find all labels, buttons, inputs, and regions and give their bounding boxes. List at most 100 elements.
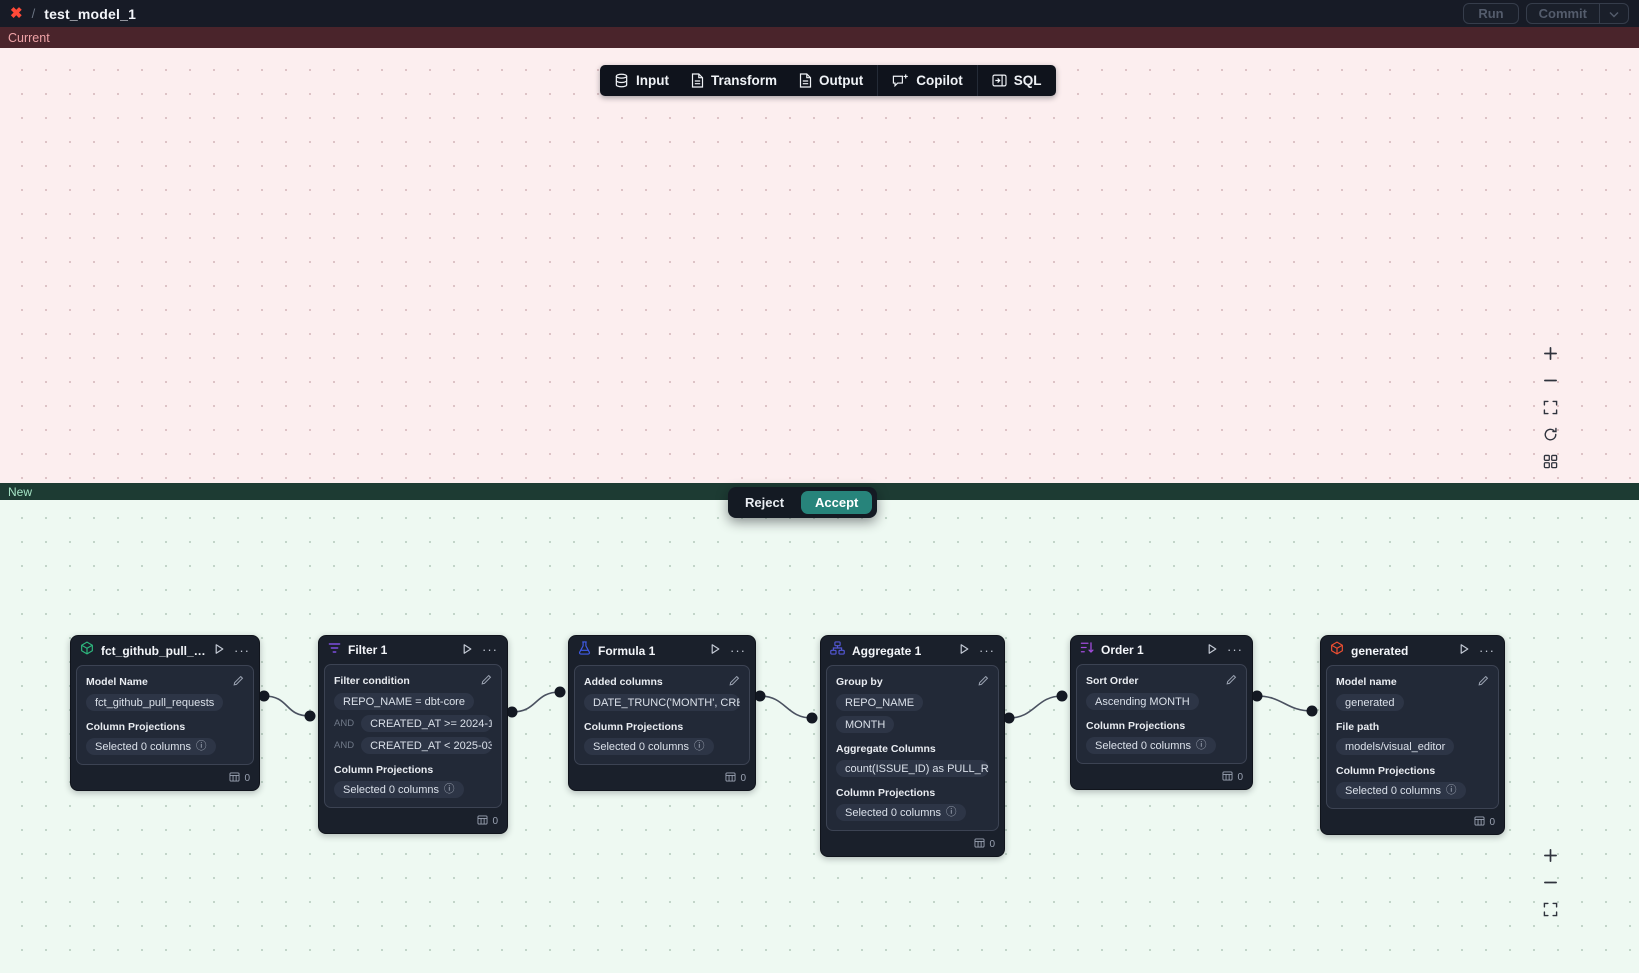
commit-button[interactable]: Commit [1527, 4, 1599, 23]
field-rows: Selected 0 columnsⓘ [836, 804, 989, 821]
field-label-row: Aggregate Columns [836, 743, 989, 755]
zoom-in-button[interactable] [1542, 346, 1559, 363]
node-run-button[interactable] [709, 643, 721, 658]
node-actions: ··· [958, 643, 995, 658]
table-icon [725, 772, 736, 785]
ellipsis-icon: ··· [979, 647, 995, 655]
current-canvas[interactable]: InputTransformOutputCopilotSQL [0, 48, 1639, 483]
value-row: ANDCREATED_AT < 2025-03-01 [334, 737, 492, 754]
value-pill[interactable]: CREATED_AT >= 2024-12-01 [361, 715, 492, 732]
toolbar-transform-button[interactable]: Transform [680, 65, 788, 96]
toolbar-sql-button[interactable]: SQL [981, 65, 1053, 96]
node-menu-button[interactable]: ··· [1479, 647, 1495, 655]
value-row: Selected 0 columnsⓘ [86, 738, 216, 755]
commit-dropdown-button[interactable] [1599, 4, 1628, 23]
node-header: Formula 1··· [569, 636, 755, 664]
value-pill[interactable]: REPO_NAME = dbt-core [334, 693, 474, 710]
value-pill[interactable]: Selected 0 columnsⓘ [1336, 782, 1466, 799]
node-card[interactable]: fct_github_pull_requests ··· Model Namefct… [70, 635, 260, 791]
node-run-button[interactable] [461, 643, 473, 658]
value-pill[interactable]: Selected 0 columnsⓘ [836, 804, 966, 821]
node-field: Group byREPO_NAMEMONTH [836, 674, 989, 733]
value-pill[interactable]: Selected 0 columnsⓘ [334, 781, 464, 798]
node-run-button[interactable] [1458, 643, 1470, 658]
and-prefix: AND [334, 718, 354, 729]
node-field: Column ProjectionsSelected 0 columnsⓘ [334, 764, 492, 798]
value-pill[interactable]: Selected 0 columnsⓘ [86, 738, 216, 755]
field-label: Column Projections [1086, 720, 1185, 732]
info-icon[interactable]: ⓘ [444, 784, 455, 795]
node-menu-button[interactable]: ··· [234, 647, 250, 655]
field-rows: Selected 0 columnsⓘ [584, 738, 740, 755]
node-card[interactable]: Order 1···Sort OrderAscending MONTHColum… [1070, 635, 1253, 790]
node-menu-button[interactable]: ··· [482, 646, 498, 654]
edit-field-button[interactable] [1226, 673, 1237, 688]
value-pill[interactable]: models/visual_editor [1336, 738, 1454, 755]
reset-view-button[interactable] [1542, 427, 1559, 444]
zoom-out-button[interactable] [1542, 373, 1559, 390]
field-label: Column Projections [584, 721, 683, 733]
toolbar-output-button[interactable]: Output [788, 65, 874, 96]
value-pill[interactable]: REPO_NAME [836, 694, 923, 711]
value-pill[interactable]: Selected 0 columnsⓘ [584, 738, 714, 755]
value-pill[interactable]: MONTH [836, 716, 894, 733]
value-pill[interactable]: count(ISSUE_ID) as PULL_REQUEST_… [836, 760, 989, 777]
info-icon[interactable]: ⓘ [694, 741, 705, 752]
field-label-row: Column Projections [1336, 765, 1489, 777]
edge-source-dot [1004, 713, 1015, 724]
edit-field-button[interactable] [1478, 674, 1489, 689]
value-pill[interactable]: CREATED_AT < 2025-03-01 [361, 737, 492, 754]
info-icon[interactable]: ⓘ [946, 807, 957, 818]
value-pill[interactable]: Selected 0 columnsⓘ [1086, 737, 1216, 754]
accept-button[interactable]: Accept [801, 491, 872, 514]
layout-grid-button[interactable] [1542, 454, 1559, 471]
node-menu-button[interactable]: ··· [979, 647, 995, 655]
fit-view-button[interactable] [1542, 400, 1559, 417]
fit-view-button[interactable] [1542, 902, 1559, 919]
play-icon [213, 643, 225, 658]
node-menu-button[interactable]: ··· [730, 647, 746, 655]
node-card[interactable]: Formula 1··· Added columnsDATE_TRUNC('MON… [568, 635, 756, 791]
pencil-icon [1226, 673, 1237, 688]
node-run-button[interactable] [213, 643, 225, 658]
field-rows: Ascending MONTH [1086, 693, 1237, 710]
panel-icon [992, 74, 1007, 87]
sort-icon [1080, 641, 1094, 659]
run-button[interactable]: Run [1463, 3, 1518, 24]
value-row: Selected 0 columnsⓘ [836, 804, 966, 821]
edit-field-button[interactable] [233, 674, 244, 689]
info-icon[interactable]: ⓘ [1196, 740, 1207, 751]
value-pill[interactable]: fct_github_pull_requests [86, 694, 223, 711]
edit-field-button[interactable] [481, 673, 492, 688]
info-icon[interactable]: ⓘ [1446, 785, 1457, 796]
new-section: New Reject Accept fct_github_pull_reques… [0, 483, 1639, 973]
reject-button[interactable]: Reject [733, 491, 796, 514]
commit-split-button[interactable]: Commit [1526, 3, 1629, 24]
node-menu-button[interactable]: ··· [1227, 646, 1243, 654]
zoom-in-button[interactable] [1542, 848, 1559, 865]
pill-text: CREATED_AT >= 2024-12-01 [370, 718, 492, 730]
field-label-row: Added columns [584, 674, 740, 689]
table-icon [1474, 816, 1485, 829]
edit-field-button[interactable] [978, 674, 989, 689]
value-pill[interactable]: Ascending MONTH [1086, 693, 1199, 710]
node-card[interactable]: Aggregate 1···Group byREPO_NAMEMONTHAggr… [820, 635, 1005, 857]
field-label: File path [1336, 721, 1379, 733]
toolbar-input-button[interactable]: Input [603, 65, 680, 96]
value-row: generated [1336, 694, 1404, 711]
node-title: Order 1 [1101, 643, 1144, 657]
zoom-out-button[interactable] [1542, 875, 1559, 892]
ellipsis-icon: ··· [1227, 646, 1243, 654]
node-run-button[interactable] [958, 643, 970, 658]
node-field: Model Namefct_github_pull_requests [86, 674, 244, 711]
node-card[interactable]: Filter 1···Filter conditionREPO_NAME = d… [318, 635, 508, 834]
value-pill[interactable]: generated [1336, 694, 1404, 711]
edge-source-dot [755, 691, 766, 702]
value-pill[interactable]: DATE_TRUNC('MONTH', CREATED_AT… [584, 694, 740, 711]
toolbar-copilot-button[interactable]: Copilot [881, 65, 974, 96]
node-card[interactable]: generated···Model namegeneratedFile path… [1320, 635, 1505, 835]
new-canvas[interactable]: fct_github_pull_requests ··· Model Namefct… [0, 500, 1639, 973]
node-run-button[interactable] [1206, 643, 1218, 658]
info-icon[interactable]: ⓘ [196, 741, 207, 752]
edit-field-button[interactable] [729, 674, 740, 689]
